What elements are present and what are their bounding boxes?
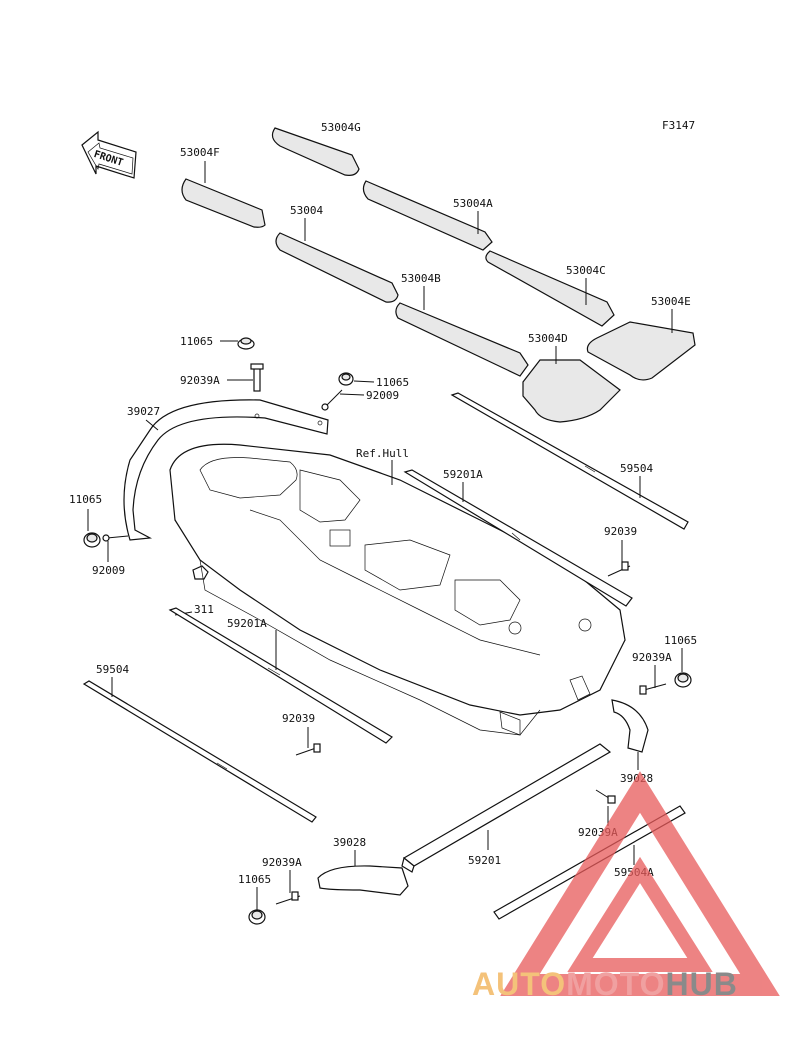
label-53004A: 53004A xyxy=(453,197,493,210)
watermark-triangle-icon xyxy=(500,771,780,996)
label-92039A-top: 92039A xyxy=(180,374,220,387)
nut-small xyxy=(192,565,209,580)
plug-11065-mid xyxy=(338,372,354,386)
watermark-part-auto: AUTO xyxy=(472,966,566,1002)
label-39028-bottom: 39028 xyxy=(333,836,366,849)
mat-53004D xyxy=(522,359,621,423)
rivet-92039A-right xyxy=(639,683,667,695)
plug-11065-top xyxy=(237,337,255,350)
label-11065-right: 11065 xyxy=(664,634,697,647)
label-53004G: 53004G xyxy=(321,121,361,134)
label-53004D: 53004D xyxy=(528,332,568,345)
bumper-39028-bottom xyxy=(317,865,409,896)
label-59201: 59201 xyxy=(468,854,501,867)
label-53004C: 53004C xyxy=(566,264,606,277)
watermark-part-moto: MOTO xyxy=(566,966,665,1002)
label-59201A-left: 59201A xyxy=(227,617,267,630)
figure-code: F3147 xyxy=(662,119,695,132)
plug-11065-left xyxy=(83,532,101,548)
rivet-92039A-lower xyxy=(595,789,616,804)
label-53004E: 53004E xyxy=(651,295,691,308)
plug-11065-bottom xyxy=(248,909,266,925)
guard-59201A-left xyxy=(168,607,393,744)
mat-53004G xyxy=(271,127,360,176)
watermark-text: AUTOMOTOHUB xyxy=(472,966,738,1002)
label-59201A-right: 59201A xyxy=(443,468,483,481)
rail-59504-left xyxy=(82,680,317,823)
screw-92009-mid xyxy=(321,389,343,411)
label-11065-mid: 11065 xyxy=(376,376,409,389)
rivet-92039A-top xyxy=(250,363,264,392)
label-11065-bottom: 11065 xyxy=(238,873,271,886)
rivet-92039-left xyxy=(295,743,321,756)
label-11065-left: 11065 xyxy=(69,493,102,506)
label-11065-top: 11065 xyxy=(180,335,213,348)
label-92009-left: 92009 xyxy=(92,564,125,577)
mat-53004F xyxy=(181,178,266,228)
watermark-part-hub: HUB xyxy=(665,966,737,1002)
bumper-39028-right xyxy=(611,699,649,753)
screw-92009-left xyxy=(102,534,129,542)
mat-53004B xyxy=(395,302,529,377)
bumper-39027 xyxy=(123,399,329,541)
label-39027: 39027 xyxy=(127,405,160,418)
guard-59201A-right xyxy=(403,469,633,607)
plug-11065-right xyxy=(674,672,692,688)
leader-39027 xyxy=(145,419,159,431)
guard-59201 xyxy=(401,743,612,873)
leader-92009-mid xyxy=(339,393,365,396)
mat-53004C xyxy=(485,250,615,327)
leader-11065-mid xyxy=(353,380,375,383)
label-92039-left: 92039 xyxy=(282,712,315,725)
label-92009-mid: 92009 xyxy=(366,389,399,402)
label-92039-right: 92039 xyxy=(604,525,637,538)
watermark-logo xyxy=(500,771,780,996)
mat-53004 xyxy=(275,232,399,303)
label-311: 311 xyxy=(194,603,214,616)
label-53004F: 53004F xyxy=(180,146,220,159)
rail-59504-right xyxy=(450,392,689,530)
rivet-92039-right xyxy=(607,561,631,577)
label-92039A-bottom: 92039A xyxy=(262,856,302,869)
label-ref-hull: Ref.Hull xyxy=(356,447,409,460)
hull-reference xyxy=(169,443,626,736)
mat-53004E xyxy=(586,321,696,381)
rivet-92039A-bottom xyxy=(275,891,301,905)
label-53004B: 53004B xyxy=(401,272,441,285)
mat-53004A xyxy=(362,180,493,251)
front-arrow-icon: FRONT xyxy=(81,130,137,179)
label-59504-left: 59504 xyxy=(96,663,129,676)
label-59504-right: 59504 xyxy=(620,462,653,475)
label-53004: 53004 xyxy=(290,204,323,217)
label-92039A-right: 92039A xyxy=(632,651,672,664)
